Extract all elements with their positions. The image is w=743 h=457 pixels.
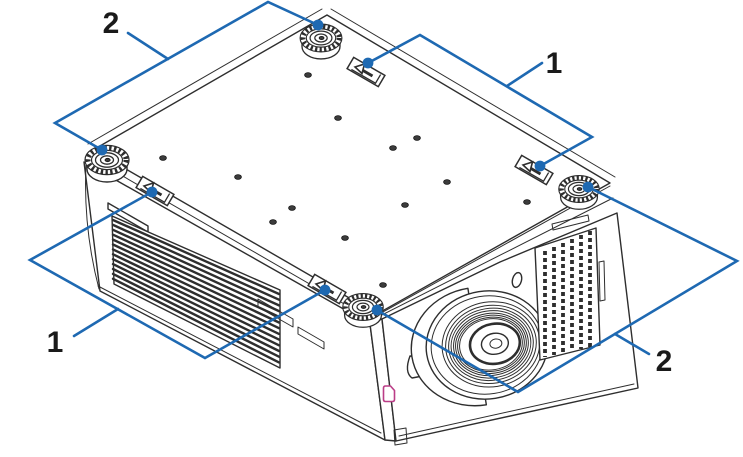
callout-dot [319, 284, 331, 296]
callout-label-line [126, 31, 170, 61]
callout-1-bottom-left: 1 [27, 186, 331, 360]
callout-line [375, 185, 740, 394]
front-bottom-trim [398, 383, 635, 437]
left-bottom-trim [97, 285, 382, 434]
callout-dot [312, 19, 324, 31]
adjuster-foot-right [559, 176, 599, 210]
callout-dot [534, 160, 546, 172]
front-foot-step [393, 427, 408, 446]
callout-dot [96, 144, 108, 156]
screw-holes [159, 72, 531, 288]
callout-label-line [72, 307, 120, 338]
intake-grille-louvers [111, 218, 281, 364]
callout-2-bottom-right: 2 [371, 181, 740, 394]
panel-outer-rim [87, 8, 616, 178]
callout-label: 1 [546, 47, 563, 80]
callout-label: 2 [103, 7, 120, 40]
top-edge-tab [551, 214, 590, 231]
exhaust-grille-slots [543, 231, 592, 357]
projector-illustration [84, 8, 639, 446]
lens [410, 287, 549, 407]
bottom-panel [87, 8, 616, 324]
callout-label: 1 [47, 326, 64, 359]
callout-line [52, 0, 320, 152]
callout-label-line [505, 61, 544, 88]
recess-panel-2 [297, 326, 325, 350]
callout-dot [371, 304, 383, 316]
front-face-group [381, 212, 639, 446]
page-badge-icon [382, 385, 396, 403]
latch-bar [598, 260, 606, 302]
callout-1-top-right: 1 [362, 33, 595, 172]
callout-2-top-left: 2 [52, 0, 324, 156]
exhaust-grille [534, 227, 601, 361]
recess-panel-1 [257, 298, 294, 328]
callout-dot [582, 181, 594, 193]
callout-dot [146, 186, 158, 198]
callout-dot [362, 57, 374, 69]
exhaust-grille-frame [534, 227, 601, 361]
callout-label-line [613, 332, 651, 356]
lens-rings [441, 301, 541, 388]
sensor-hole [511, 271, 523, 289]
lens-glass [468, 322, 522, 366]
callout-label: 2 [656, 345, 673, 378]
